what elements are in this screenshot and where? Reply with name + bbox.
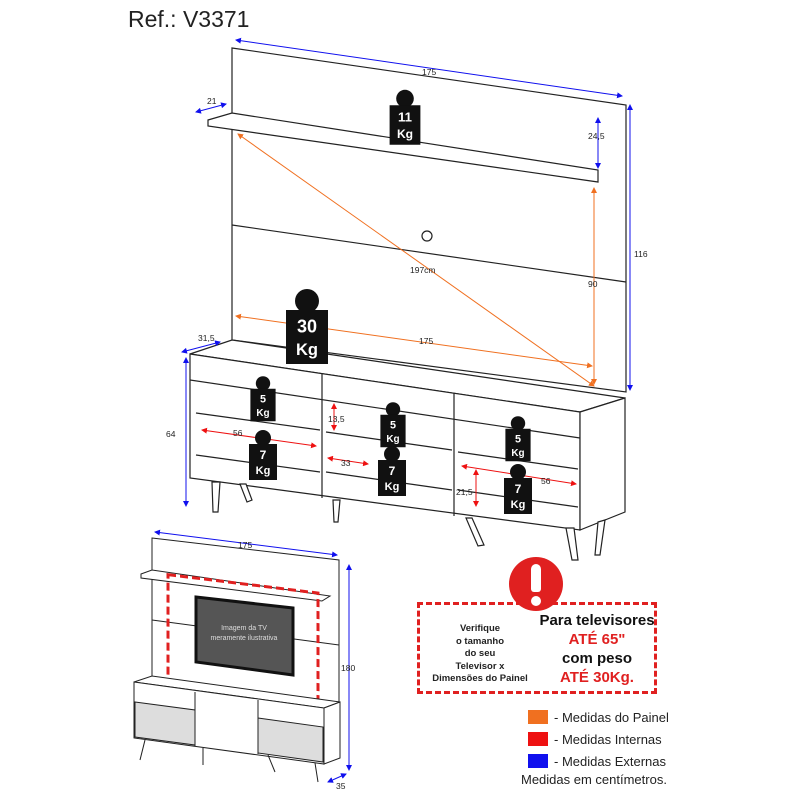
weight-unit: Kg xyxy=(397,127,413,141)
reference-code: Ref.: V3371 xyxy=(128,6,250,32)
weight-value: 5 xyxy=(390,419,396,431)
warning-max-size: ATÉ 65" xyxy=(568,631,626,648)
tv-warning-box: Verifique o tamanho do seu Televisor x D… xyxy=(417,602,657,694)
weight-tag-icon: 7 Kg xyxy=(504,464,532,514)
orange-swatch xyxy=(528,710,548,724)
weight-tag-icon: 30 Kg xyxy=(286,289,328,364)
weight-unit: Kg xyxy=(256,465,271,477)
overview-height-label: 180 xyxy=(341,663,355,673)
weight-tags: 11 Kg 30 Kg 5 Kg 7 Kg 5 Kg 7 Kg 5 Kg 7 K… xyxy=(249,89,532,514)
label-niche-height-right: 21,5 xyxy=(456,487,473,497)
weight-tag-icon: 7 Kg xyxy=(378,446,406,496)
overview-unit xyxy=(133,537,341,783)
label-niche-width-left: 56 xyxy=(233,428,243,438)
rack-side xyxy=(579,397,626,531)
weight-tag-icon: 11 Kg xyxy=(389,89,421,145)
tv-caption-line1: Imagem da TV xyxy=(221,625,267,632)
leg xyxy=(211,481,221,513)
weight-value: 30 xyxy=(297,317,317,337)
warning-line: Verifique xyxy=(459,623,501,634)
warning-max-weight: ATÉ 30Kg. xyxy=(560,669,634,686)
blue-swatch xyxy=(528,754,548,768)
legend-item-internal: - Medidas Internas xyxy=(528,728,669,750)
label-niche-width-center: 33 xyxy=(341,458,351,468)
label-rack-height: 64 xyxy=(166,429,176,439)
weight-unit: Kg xyxy=(385,481,400,493)
weight-value: 5 xyxy=(260,393,266,405)
leg xyxy=(465,517,485,547)
weight-value: 11 xyxy=(398,110,412,125)
weight-tag-icon: 7 Kg xyxy=(249,430,277,480)
weight-tag-icon: 5 Kg xyxy=(505,416,531,462)
warning-limits: Para televisores ATÉ 65" com peso ATÉ 30… xyxy=(532,611,662,687)
leg xyxy=(332,499,341,523)
tv-illustration xyxy=(194,595,295,677)
warning-line: o tamanho xyxy=(455,635,505,647)
overview-depth-label: 35 xyxy=(336,781,346,791)
weight-tag-icon: 5 Kg xyxy=(380,402,406,448)
label-panel-width: 175 xyxy=(422,67,436,77)
overview-width-label: 175 xyxy=(238,540,252,550)
dimension-labels: 175 21 24,5 116 197cm 90 31,5 175 13,5 6… xyxy=(166,67,648,497)
weight-unit: Kg xyxy=(386,434,399,445)
units-note: Medidas em centímetros. xyxy=(521,772,667,787)
warning-check-text: Verifique o tamanho do seu Televisor x D… xyxy=(424,623,536,686)
leg xyxy=(239,483,253,503)
label-panel-inner-height: 90 xyxy=(588,279,598,289)
label-shelf-gap: 24,5 xyxy=(588,131,605,141)
warning-line: Televisor x xyxy=(455,660,505,672)
label-panel-height: 116 xyxy=(634,249,648,259)
label-niche-height: 13,5 xyxy=(328,414,345,424)
label-rack-width: 175 xyxy=(419,336,433,346)
legend-item-panel: - Medidas do Painel xyxy=(528,706,669,728)
label-shelf-depth: 21 xyxy=(207,96,217,106)
weight-value: 7 xyxy=(260,448,267,462)
weight-value: 7 xyxy=(515,482,522,496)
warning-weight-label: com peso xyxy=(561,650,633,667)
weight-unit: Kg xyxy=(296,341,318,359)
leg xyxy=(565,527,579,561)
exclamation-icon xyxy=(509,557,563,611)
red-swatch xyxy=(528,732,548,746)
label-rack-depth: 31,5 xyxy=(198,333,215,343)
tv-caption-line2: meramente ilustrativa xyxy=(211,635,278,642)
legend-item-external: - Medidas Externas xyxy=(528,750,669,772)
weight-value: 7 xyxy=(389,464,396,478)
weight-value: 5 xyxy=(515,433,521,445)
legend-label: - Medidas do Painel xyxy=(554,709,669,725)
weight-unit: Kg xyxy=(511,448,524,459)
label-niche-width-right: 56 xyxy=(541,476,551,486)
warning-line: Dimensões do Painel xyxy=(432,673,528,684)
warning-line: do seu xyxy=(464,648,496,659)
legend-label: - Medidas Externas xyxy=(554,753,666,769)
leg xyxy=(594,519,606,556)
warning-title: Para televisores xyxy=(539,612,655,629)
weight-unit: Kg xyxy=(256,408,269,419)
weight-unit: Kg xyxy=(511,499,526,511)
weight-tag-icon: 5 Kg xyxy=(250,376,276,422)
label-diagonal: 197cm xyxy=(410,265,436,275)
color-legend: - Medidas do Painel - Medidas Internas -… xyxy=(528,706,669,772)
legend-label: - Medidas Internas xyxy=(554,731,662,747)
